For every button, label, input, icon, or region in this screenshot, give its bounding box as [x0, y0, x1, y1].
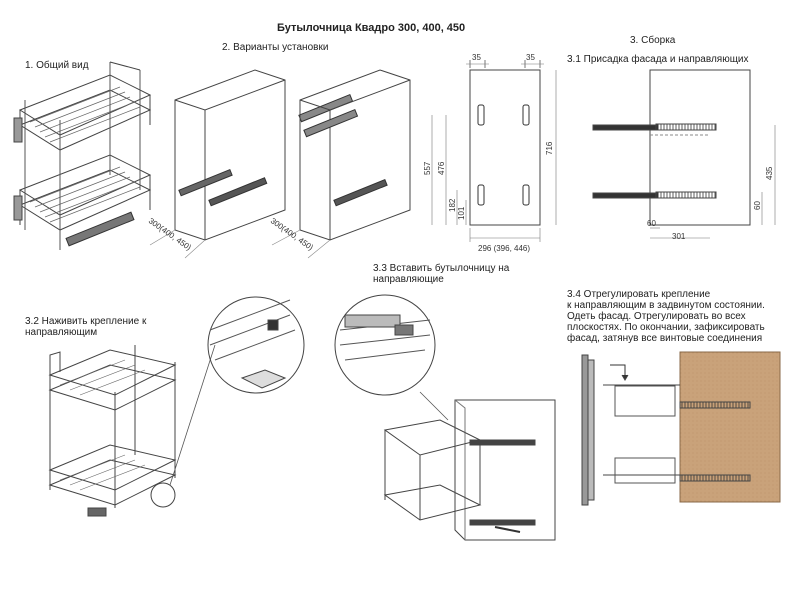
dim-60-left: 60: [647, 219, 656, 228]
attach-fastening-drawing: [48, 345, 177, 517]
section-1-label: 1. Общий вид: [25, 60, 89, 71]
dim-716: 716: [545, 141, 554, 155]
front-panel-drilling: [431, 60, 557, 242]
runner-placement-drawing: [592, 69, 776, 239]
dim-557: 557: [423, 161, 432, 175]
dim-301: 301: [672, 232, 686, 241]
dim-35-right: 35: [526, 53, 535, 62]
installation-variant-2: [271, 69, 411, 259]
section-3-4-line-3: Одеть фасад. Отрегулировать во всех: [567, 311, 746, 322]
section-2-label: 2. Варианты установки: [222, 42, 329, 53]
dim-182: 182: [448, 198, 457, 212]
section-3-2-line-2: направляющим: [25, 327, 98, 338]
section-3-4-line-2: к направляющим в задвинутом состоянии.: [567, 300, 765, 311]
section-3-label: 3. Сборка: [630, 35, 676, 46]
detail-circle-fastening: [150, 296, 305, 508]
section-3-3-line-2: направляющие: [373, 274, 444, 285]
page-title: Бутылочница Квадро 300, 400, 450: [277, 22, 466, 34]
section-3-4-line-1: 3.4 Отрегулировать крепление: [567, 289, 711, 300]
installation-variant-1: [149, 69, 354, 259]
dim-101: 101: [457, 206, 466, 220]
section-3-2-label: 3.2 Наживить крепление к направляющим: [25, 316, 146, 338]
section-3-4-line-4: плоскостях. По окончании, зафиксировать: [567, 322, 765, 333]
general-view-basket: [13, 61, 152, 250]
dim-60-right: 60: [753, 201, 762, 210]
dim-35-left: 35: [472, 53, 481, 62]
insert-basket-drawing: [383, 399, 556, 541]
section-3-4-line-5: фасад, затянув все винтовые соединения: [567, 333, 763, 344]
width-dim-b: 300(400, 450): [269, 216, 315, 252]
section-3-3-label: 3.3 Вставить бутылочницу на направляющие: [373, 263, 509, 285]
section-3-4-label: 3.4 Отрегулировать крепление к направляю…: [567, 289, 765, 344]
insert-basket-detail: [334, 294, 449, 421]
dim-476: 476: [437, 161, 446, 175]
dim-296: 296 (396, 446): [478, 244, 530, 253]
dim-435: 435: [765, 166, 774, 180]
section-3-2-line-1: 3.2 Наживить крепление к: [25, 316, 147, 327]
width-dim-a: 300(400, 450): [147, 216, 193, 252]
section-3-1-label: 3.1 Присадка фасада и направляющих: [567, 54, 749, 65]
section-3-3-line-1: 3.3 Вставить бутылочницу на: [373, 263, 510, 274]
adjust-facade-drawing: [581, 351, 781, 506]
